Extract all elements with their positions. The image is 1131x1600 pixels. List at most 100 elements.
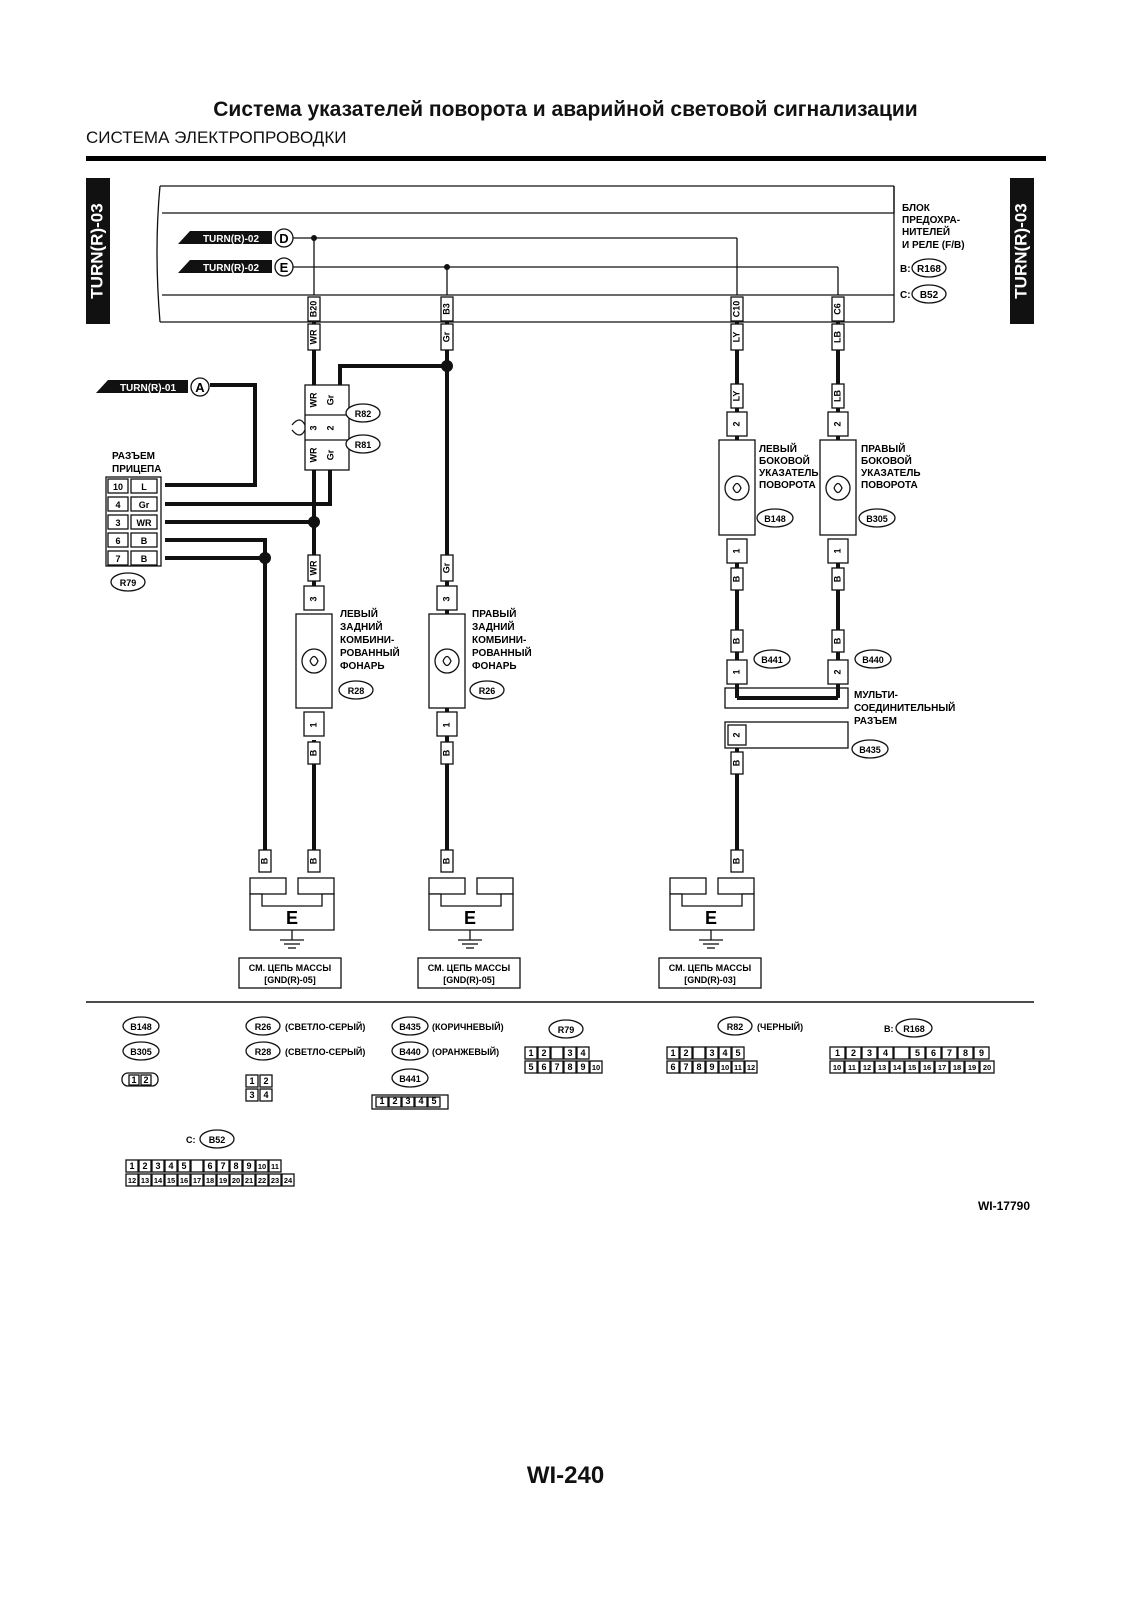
r168-pin-cell [979, 1060, 995, 1074]
svg-text:R26: R26 [255, 1022, 272, 1032]
svg-text:B148: B148 [130, 1022, 152, 1032]
r82-pin-cell [731, 1060, 745, 1074]
r79-pin-cell [537, 1060, 551, 1074]
svg-text:D: D [279, 231, 288, 246]
page-subtitle: СИСТЕМА ЭЛЕКТРОПРОВОДКИ [86, 128, 347, 147]
legend: B148 B305 1 2 R26 (СВЕТЛО-СЕРЫЙ) R28 (СВ… [121, 1016, 995, 1187]
svg-text:B148: B148 [764, 514, 786, 524]
b52-pin-cell [216, 1159, 230, 1173]
r168-pin-cell [889, 1060, 905, 1074]
b52-pin-label: 13 [141, 1176, 149, 1185]
r168-pin-label: 15 [908, 1063, 916, 1072]
svg-text:4: 4 [115, 500, 120, 510]
svg-text:B305: B305 [866, 514, 888, 524]
r168-pin-cell [934, 1060, 950, 1074]
wire-color-labels: WR Gr LY LB [307, 323, 845, 351]
svg-text:[GND(R)-05]: [GND(R)-05] [264, 975, 316, 985]
b52-pin-label: 24 [284, 1176, 293, 1185]
svg-text:БЛОК: БЛОК [902, 203, 931, 214]
svg-text:РОВАННЫЙ: РОВАННЫЙ [340, 646, 400, 659]
r79-pin-cell [550, 1060, 564, 1074]
svg-text:R28: R28 [348, 686, 365, 696]
b52-pin-cell [151, 1173, 165, 1187]
svg-text:1: 1 [249, 1076, 254, 1086]
b52-pin-cell [229, 1159, 243, 1173]
svg-text:TURN(R)-03: TURN(R)-03 [87, 203, 106, 298]
svg-text:ЛЕВЫЙ: ЛЕВЫЙ [340, 607, 378, 620]
svg-text:[GND(R)-03]: [GND(R)-03] [684, 975, 736, 985]
trailer-connector: РАЗЪЕМ ПРИЦЕПА 10 L 4 Gr 3 WR 6 B 7 B R7… [105, 451, 162, 592]
r82-pin-cell [718, 1046, 732, 1060]
r168-pin-label: 13 [878, 1063, 886, 1072]
svg-text:1: 1 [731, 548, 741, 553]
svg-text:10: 10 [113, 482, 123, 492]
r82-pin-cell [679, 1060, 693, 1074]
r79-pin-label: 2 [541, 1048, 546, 1058]
b441-pin-label: 3 [405, 1096, 410, 1106]
svg-text:R82: R82 [355, 409, 372, 419]
b52-pin-label: 7 [220, 1161, 225, 1171]
svg-text:СМ. ЦЕПЬ МАССЫ: СМ. ЦЕПЬ МАССЫ [249, 963, 332, 973]
wiring-diagram: TURN(R)-03 TURN(R)-03 БЛОК ПРЕДОХРА- НИТ… [86, 178, 1034, 1213]
svg-text:R168: R168 [903, 1024, 925, 1034]
svg-text:1: 1 [731, 669, 741, 674]
r168-pin-cell [874, 1060, 890, 1074]
b52-pin-cell [164, 1159, 178, 1173]
r79-pin-cell [589, 1060, 603, 1074]
svg-text:КОМБИНИ-: КОМБИНИ- [472, 635, 526, 646]
svg-text:2: 2 [325, 425, 335, 430]
b52-pin-label: 14 [154, 1176, 163, 1185]
svg-text:3: 3 [115, 518, 120, 528]
svg-text:WR: WR [137, 518, 152, 528]
svg-text:3: 3 [308, 596, 318, 601]
svg-text:КОМБИНИ-: КОМБИНИ- [340, 635, 394, 646]
r168-pin-label: 4 [883, 1048, 888, 1058]
svg-text:РОВАННЫЙ: РОВАННЫЙ [472, 646, 532, 659]
svg-text:3: 3 [441, 596, 451, 601]
left-side-tab: TURN(R)-03 [86, 178, 110, 324]
b441-pin-cell [414, 1096, 428, 1108]
svg-text:B435: B435 [859, 745, 881, 755]
r82-pin-label: 4 [722, 1048, 727, 1058]
fuse-block-label: БЛОК ПРЕДОХРА- НИТЕЛЕЙ И РЕЛЕ (F/B) B: R… [900, 203, 965, 304]
svg-text:LB: LB [832, 331, 842, 343]
svg-text:B20: B20 [308, 301, 318, 318]
b52-pin-label: 12 [128, 1176, 136, 1185]
svg-text:Gr: Gr [139, 500, 150, 510]
b52-pin-cell [177, 1173, 191, 1187]
svg-text:B: B [259, 857, 269, 864]
svg-text:B: B [308, 749, 318, 756]
svg-text:РАЗЪЕМ: РАЗЪЕМ [112, 451, 155, 462]
header-rule [86, 156, 1046, 161]
svg-text:TURN(R)-01: TURN(R)-01 [120, 383, 177, 394]
svg-text:E: E [464, 908, 476, 928]
svg-text:Gr: Gr [325, 394, 335, 405]
svg-text:R81: R81 [355, 440, 372, 450]
svg-text:ПОВОРОТА: ПОВОРОТА [861, 480, 918, 491]
svg-text:СОЕДИНИТЕЛЬНЫЙ: СОЕДИНИТЕЛЬНЫЙ [854, 701, 955, 714]
r168-pin-cell [861, 1046, 878, 1060]
svg-text:B3: B3 [441, 303, 451, 315]
b441-pin-label: 1 [379, 1096, 384, 1106]
figure-code: WI-17790 [978, 1199, 1030, 1213]
page-title: Система указателей поворота и аварийной … [213, 98, 918, 121]
ref-turn-d: TURN(R)-02 D [178, 228, 294, 248]
r168-pin-cell [877, 1046, 894, 1060]
svg-text:B305: B305 [130, 1047, 152, 1057]
svg-text:Gr: Gr [441, 562, 451, 573]
r82-pin-cell [705, 1046, 719, 1060]
svg-text:B435: B435 [399, 1022, 421, 1032]
fuse-relay-block [156, 185, 895, 323]
b52-pin-label: 3 [155, 1161, 160, 1171]
r79-pin-label: 9 [580, 1062, 585, 1072]
svg-text:ПРАВЫЙ: ПРАВЫЙ [472, 607, 516, 620]
svg-text:R79: R79 [120, 578, 137, 588]
svg-text:(КОРИЧНЕВЫЙ): (КОРИЧНЕВЫЙ) [432, 1021, 504, 1032]
svg-text:WR: WR [308, 392, 318, 407]
r168-pin-label: 3 [867, 1048, 872, 1058]
r79-pin-label: 4 [580, 1048, 585, 1058]
b52-pin-label: 18 [206, 1176, 214, 1185]
svg-text:B440: B440 [399, 1047, 421, 1057]
terminal-b20: B20 [307, 296, 321, 322]
r79-pin-label: 1 [528, 1048, 533, 1058]
